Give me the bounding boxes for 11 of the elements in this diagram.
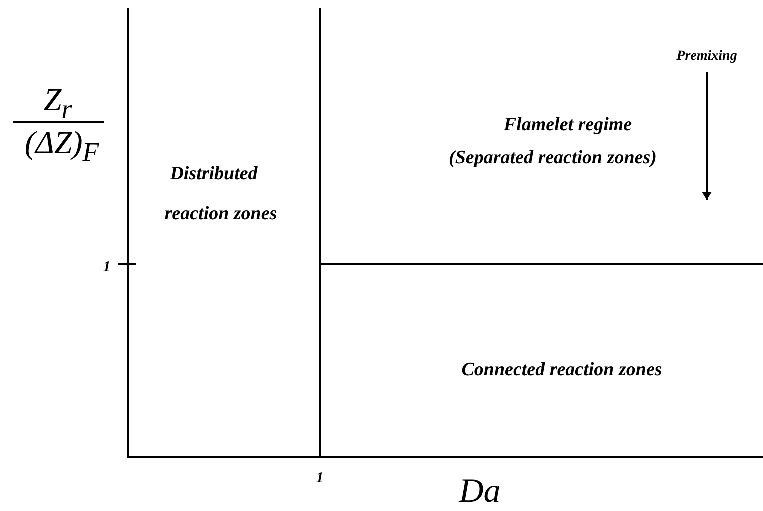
axis-label: Da (459, 475, 501, 509)
region-label: Flamelet regime (504, 116, 632, 134)
region-label: (Separated reaction zones) (449, 148, 657, 168)
region-label: reaction zones (164, 204, 278, 224)
region-label: Distributed (170, 164, 258, 184)
axis-label-numerator: Z$_{r}$ (44, 83, 72, 123)
region-label: Connected reaction zones (462, 360, 662, 380)
tick-label: 1 (316, 472, 324, 486)
axis-label-denominator: (ΔZ)$_{F}$ (24, 126, 100, 166)
annotation-label: Premixing (676, 50, 738, 64)
tick-label: 1 (103, 260, 111, 276)
